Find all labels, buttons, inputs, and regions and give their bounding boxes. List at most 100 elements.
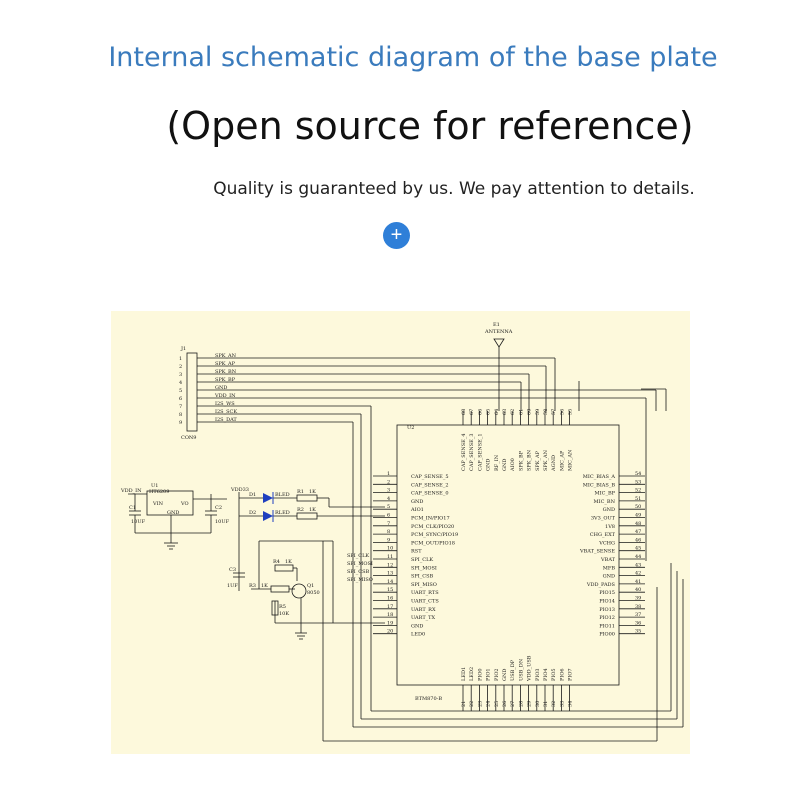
u1-vo: VO bbox=[180, 501, 189, 507]
module-pin-name: CAP_SENSE_3 bbox=[469, 433, 475, 471]
module-pin-name: PIO0 bbox=[477, 668, 483, 681]
module-pin-name: MIC_BP bbox=[595, 491, 616, 497]
module-pin-number: 67 bbox=[469, 409, 475, 415]
module-pin-number: 26 bbox=[502, 701, 508, 707]
connector-pin-number: 3 bbox=[179, 372, 182, 378]
module-pin-name: PIO3 bbox=[535, 668, 541, 681]
module-pin-name: SPK_BP bbox=[518, 450, 524, 471]
module-pin-name: 3V3_OUT bbox=[591, 516, 616, 522]
module-pin-name: MFB bbox=[603, 565, 616, 571]
page-title: Internal schematic diagram of the base p… bbox=[108, 42, 718, 73]
connector-pin-number: 7 bbox=[179, 404, 182, 410]
module-pin-number: 58 bbox=[543, 409, 549, 415]
module-pin-number: 3 bbox=[387, 488, 390, 494]
c2-ref: C2 bbox=[215, 505, 222, 511]
module-pin-name: AIO0 bbox=[510, 458, 516, 472]
module-u2-body bbox=[396, 424, 620, 686]
r1-ref: R1 bbox=[297, 489, 304, 495]
connector-pin-number: 5 bbox=[179, 388, 182, 394]
module-pin-name: GND bbox=[411, 623, 423, 629]
module-pin-number: 47 bbox=[635, 529, 641, 535]
u2-part: BTM870-B bbox=[415, 696, 442, 702]
module-pin-name: PIO12 bbox=[599, 615, 615, 621]
module-pin-name: VBAT bbox=[600, 557, 616, 563]
c2-val: 10UF bbox=[215, 519, 230, 525]
module-pin-name: PCM_CLK/PIO20 bbox=[411, 524, 454, 530]
module-pin-number: 28 bbox=[518, 701, 524, 707]
connector-signal-label: SPK_AP bbox=[215, 361, 236, 367]
u2-ref: U2 bbox=[407, 425, 414, 431]
r5-val: 10K bbox=[279, 611, 289, 617]
module-pin-name: PCM_SYNC/PIO19 bbox=[411, 532, 458, 538]
u1-part: HT6209 bbox=[149, 489, 169, 495]
module-pin-number: 41 bbox=[635, 579, 641, 585]
page-tagline: Quality is guaranteed by us. We pay atte… bbox=[213, 179, 695, 199]
module-pin-number: 52 bbox=[635, 488, 641, 494]
d1-ref: D1 bbox=[249, 492, 256, 498]
d1-name: BLED bbox=[275, 492, 290, 498]
module-pin-name: PCM_IN/PIO17 bbox=[411, 516, 450, 522]
module-pin-name: RF_IN bbox=[494, 454, 500, 471]
connector-pin-number: 8 bbox=[179, 412, 182, 418]
module-pin-name: GND bbox=[502, 459, 508, 471]
connector-signal-label: GND bbox=[215, 385, 227, 391]
module-pin-name: PIO15 bbox=[599, 590, 615, 596]
connector-signal-label: SPK_BN bbox=[215, 369, 237, 375]
module-pin-name: UART_RTS bbox=[411, 590, 439, 596]
module-pin-number: 6 bbox=[387, 513, 390, 519]
u1-ref: U1 bbox=[151, 483, 158, 489]
module-pin-name: LED2 bbox=[469, 667, 475, 681]
module-pin-name: LED0 bbox=[411, 632, 425, 638]
module-pin-name: PCM_OUT/PIO18 bbox=[411, 540, 455, 546]
module-pin-name: PIO14 bbox=[599, 599, 615, 605]
module-pin-number: 44 bbox=[635, 554, 641, 560]
module-pin-name: RST bbox=[411, 549, 422, 555]
connector-signal-label: VDD_IN bbox=[214, 393, 236, 399]
module-pin-number: 61 bbox=[518, 409, 524, 415]
d2-ref: D2 bbox=[249, 510, 256, 516]
module-pin-number: 20 bbox=[387, 629, 393, 635]
connector-pin-number: 6 bbox=[179, 396, 182, 402]
module-pin-name: PIO13 bbox=[599, 607, 615, 613]
module-pin-number: 10 bbox=[387, 546, 393, 552]
r4-ref: R4 bbox=[273, 559, 280, 565]
module-pin-number: 53 bbox=[635, 479, 641, 485]
schematic-board: E1 ANTENNA J1 CON9 U1 HT6209 VIN VO GND … bbox=[111, 311, 690, 754]
r2-val: 1K bbox=[309, 507, 316, 513]
antenna-label: ANTENNA bbox=[484, 329, 513, 335]
c3-ref: C3 bbox=[229, 567, 236, 573]
module-pin-number: 2 bbox=[387, 479, 390, 485]
module-pin-number: 38 bbox=[635, 604, 641, 610]
connector-signal-label: SPK_AN bbox=[215, 353, 237, 359]
q1-ref: Q1 bbox=[307, 583, 314, 589]
module-pin-name: USB_DN bbox=[518, 658, 524, 681]
module-pin-number: 37 bbox=[635, 612, 641, 618]
module-pin-number: 48 bbox=[635, 521, 641, 527]
module-pin-name: CAP_SENSE_0 bbox=[411, 491, 449, 497]
module-pin-number: 24 bbox=[486, 701, 492, 707]
module-pin-name: SPK_BN bbox=[527, 449, 533, 471]
d2-name: RLED bbox=[275, 510, 290, 516]
module-pin-number: 68 bbox=[461, 409, 467, 415]
page-subtitle: (Open source for reference) bbox=[166, 104, 694, 148]
module-pin-number: 22 bbox=[469, 701, 475, 707]
module-pin-number: 49 bbox=[635, 513, 641, 519]
module-pin-name: PIO6 bbox=[559, 668, 565, 681]
plus-circle-icon[interactable]: + bbox=[383, 222, 410, 249]
module-pin-number: 29 bbox=[527, 701, 533, 707]
module-pin-number: 32 bbox=[551, 701, 557, 707]
module-pin-name: MIC_AP bbox=[559, 450, 565, 471]
module-pin-name: MIC_BIAS_B bbox=[583, 482, 616, 488]
module-pin-name: GND bbox=[603, 507, 615, 513]
module-pin-name: VDD_USB bbox=[527, 655, 533, 682]
module-pin-number: 15 bbox=[387, 587, 393, 593]
module-pin-name: MIC_AN bbox=[568, 449, 574, 471]
module-pin-number: 4 bbox=[387, 496, 390, 502]
module-pin-number: 1 bbox=[387, 471, 390, 477]
module-pin-number: 63 bbox=[502, 409, 508, 415]
module-pin-number: 18 bbox=[387, 612, 393, 618]
module-pin-name: CAP_SENSE_4 bbox=[461, 433, 467, 471]
u1-gnd: GND bbox=[167, 510, 179, 516]
module-pin-name: LED1 bbox=[461, 667, 467, 681]
module-pin-number: 12 bbox=[387, 562, 393, 568]
